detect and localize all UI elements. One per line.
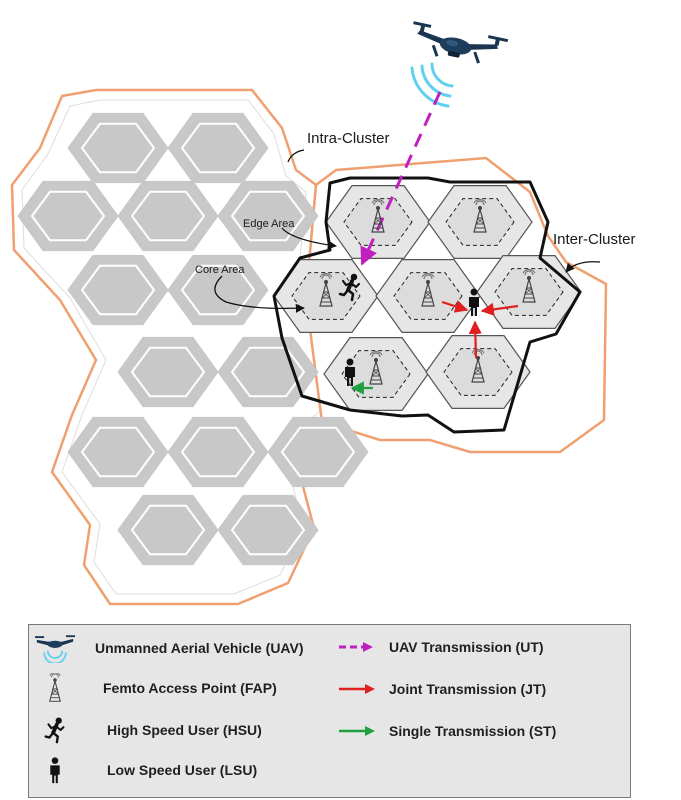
antenna-icon xyxy=(35,673,75,703)
legend-lsu: Low Speed User (LSU) xyxy=(35,755,257,785)
gray-hex-cell xyxy=(217,180,319,252)
uav-transmission-arrow xyxy=(360,91,442,266)
gray-hex-cell xyxy=(167,416,269,488)
legend: Unmanned Aerial Vehicle (UAV) Femto Acce… xyxy=(28,624,631,798)
legend-fap-label: Femto Access Point (FAP) xyxy=(103,680,277,696)
jt-arrow xyxy=(468,320,482,359)
gray-hex-cell xyxy=(67,112,169,184)
gray-hex-cell xyxy=(17,180,119,252)
network-diagram: Intra-Cluster Inter-Cluster Edge Area Co… xyxy=(10,19,636,606)
active-hex-cell xyxy=(476,255,582,329)
st-arrow-icon xyxy=(339,726,375,736)
jt-arrow xyxy=(480,302,519,316)
jt-arrow xyxy=(441,300,469,313)
gray-hex-cell xyxy=(67,254,169,326)
edge-area-pointer xyxy=(281,227,337,250)
inter-cluster-label: Inter-Cluster xyxy=(553,231,636,248)
person-icon xyxy=(35,755,75,785)
gray-hex-cell xyxy=(117,336,219,408)
legend-st: Single Transmission (ST) xyxy=(337,721,556,741)
active-hex-cell xyxy=(375,259,481,333)
gray-hex-cell xyxy=(67,416,169,488)
legend-uav: Unmanned Aerial Vehicle (UAV) xyxy=(35,633,304,663)
gray-hex-cell xyxy=(217,336,319,408)
active-cluster-outline xyxy=(272,176,582,434)
legend-uav-label: Unmanned Aerial Vehicle (UAV) xyxy=(95,640,304,656)
gray-hex-cell xyxy=(267,416,369,488)
inter-cluster-pointer xyxy=(565,261,601,273)
gray-hex-cell xyxy=(117,494,219,566)
intra-cluster-label: Intra-Cluster xyxy=(307,130,390,147)
legend-hsu-label: High Speed User (HSU) xyxy=(107,722,262,738)
gray-cells xyxy=(17,112,369,566)
active-hex-cell xyxy=(425,335,531,409)
uav-signal-icon xyxy=(410,62,454,108)
core-area-label: Core Area xyxy=(195,264,245,276)
active-hex-cell xyxy=(325,185,431,259)
legend-jt-label: Joint Transmission (JT) xyxy=(389,681,547,697)
jt-arrow-icon xyxy=(339,684,375,694)
active-cluster xyxy=(272,176,582,434)
legend-st-label: Single Transmission (ST) xyxy=(389,723,557,739)
legend-fap: Femto Access Point (FAP) xyxy=(35,673,277,703)
intra-cluster-pointer xyxy=(287,149,305,163)
legend-lsu-label: Low Speed User (LSU) xyxy=(107,762,258,778)
legend-jt: Joint Transmission (JT) xyxy=(337,679,546,699)
active-hex-cell xyxy=(427,185,533,259)
runner-icon xyxy=(35,715,75,745)
legend-hsu: High Speed User (HSU) xyxy=(35,715,262,745)
gray-hex-cell xyxy=(217,494,319,566)
ut-arrow-icon xyxy=(339,642,373,652)
uav-drone-icon xyxy=(406,19,510,72)
gray-hex-cell xyxy=(167,254,269,326)
legend-ut: UAV Transmission (UT) xyxy=(337,637,544,657)
gray-hex-cell xyxy=(117,180,219,252)
edge-area-label: Edge Area xyxy=(243,218,295,230)
core-area-pointer xyxy=(214,275,305,313)
legend-ut-label: UAV Transmission (UT) xyxy=(389,639,544,655)
drone-icon xyxy=(35,633,75,663)
